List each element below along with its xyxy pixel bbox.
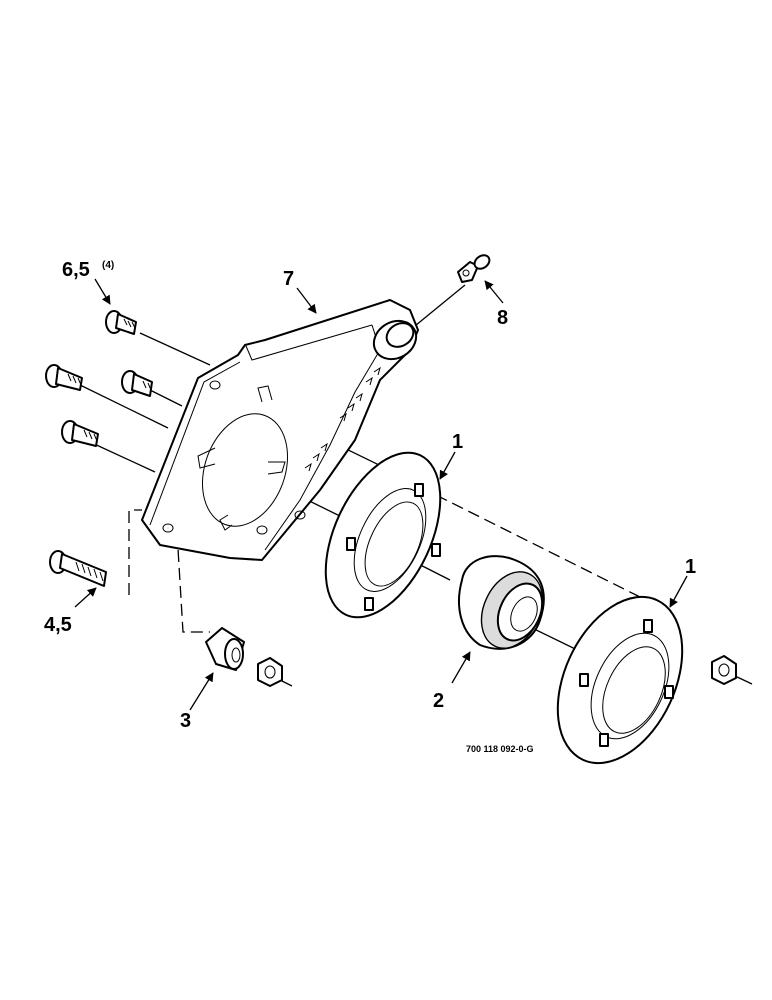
bearing-flange-right [556,595,684,765]
callout-4-5: 4,5 [44,614,72,636]
bolt-lower-left [49,550,107,587]
bolt-upper-left [45,364,83,391]
leader-arrows [74,278,688,711]
spacer [205,627,245,671]
callout-6-5-quantity: (4) [102,260,114,271]
callout-8: 8 [497,307,508,329]
bearing [458,555,545,650]
bearing-flange-upper [324,451,442,619]
callout-6-5: 6,5 [62,259,90,281]
bolt-top-left [105,310,137,335]
mounting-bracket [141,299,419,561]
callout-7: 7 [283,268,294,290]
drawing-reference-number: 700 118 092-0-G [466,744,534,754]
nut-lower [257,657,283,687]
callout-1-upper: 1 [452,431,463,453]
bolt-middle-left [61,420,99,447]
callout-1-right: 1 [685,556,696,578]
grease-fitting [457,254,491,283]
nut-right [711,655,737,685]
callout-2: 2 [433,690,444,712]
bolt-upper-middle [121,370,153,397]
callout-3: 3 [180,710,191,732]
